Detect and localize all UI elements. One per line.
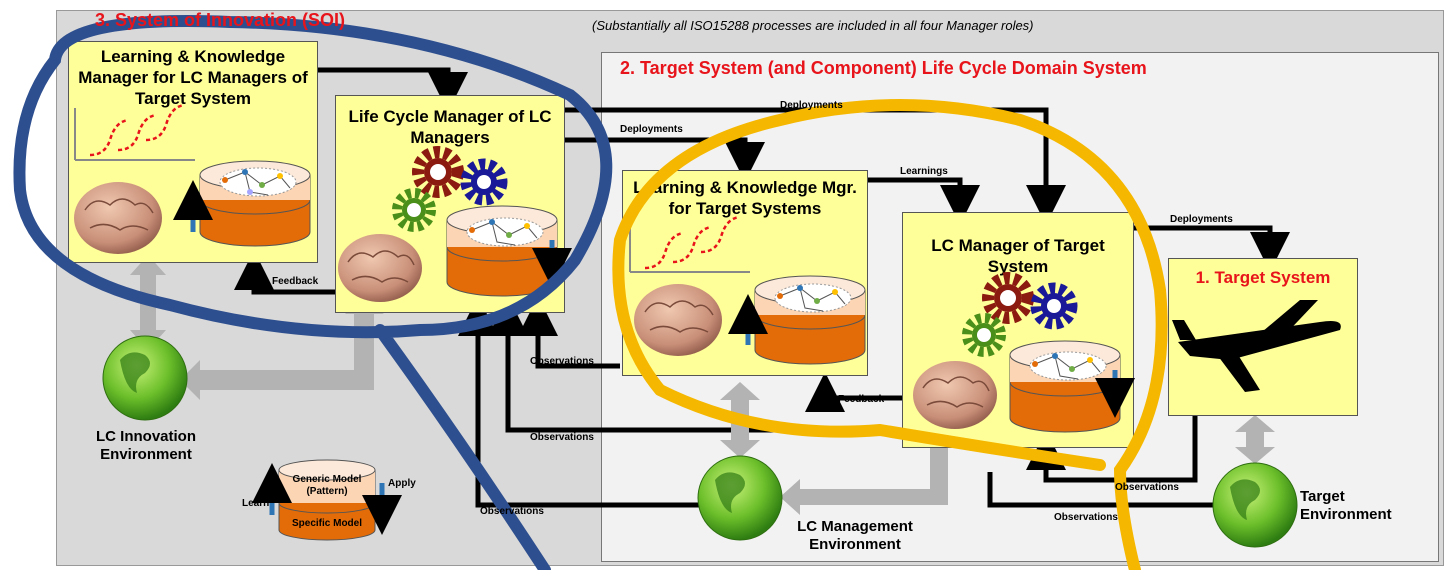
brain-icon (338, 234, 422, 302)
target-system-title: 1. Target System (1195, 268, 1331, 287)
box-lcm-title: Life Cycle Manager of LC Managers (348, 107, 552, 147)
arrow-learnings (868, 177, 980, 225)
legend-cylinder-icon (252, 459, 402, 541)
brain-icon (74, 182, 162, 254)
legend-apply-label: Apply (388, 478, 416, 489)
brain-icon (913, 361, 997, 429)
label-observations-3: Observations (1115, 482, 1179, 493)
domain-title: 2. Target System (and Component) Life Cy… (620, 58, 1147, 78)
soi-title: 3. System of Innovation (SOI) (95, 10, 346, 30)
globe-icons (102, 335, 1298, 548)
arrow-deploy-to-target (1133, 225, 1290, 272)
label-observations-1: Observations (530, 356, 594, 367)
box-lk-target-title: Learning & Knowledge Mgr. for Target Sys… (633, 178, 857, 218)
growth-chart-icon-2 (629, 215, 750, 273)
arrow-feedback-soi (234, 250, 335, 295)
label-learnings: Learnings (900, 166, 948, 177)
env-target-label: Target Environment (1300, 488, 1392, 523)
arrow-obs-5 (458, 296, 700, 508)
label-deployments-3: Deployments (1170, 214, 1233, 225)
model-cylinder-icon (728, 275, 866, 365)
brain-icon (634, 284, 722, 356)
model-cylinder-icon (446, 205, 572, 297)
env-management-label: LC Management Environment (797, 518, 913, 553)
label-observations-5: Observations (480, 506, 544, 517)
label-feedback-1: Feedback (272, 276, 319, 287)
model-cylinder-icon (1009, 340, 1135, 433)
arrow-lk-to-lcm (318, 67, 468, 112)
box-lc-target-title: LC Manager of Target System (931, 236, 1105, 276)
gears-icon-domain (962, 272, 1078, 357)
label-deployments-2: Deployments (620, 124, 683, 135)
flow-arrows (234, 67, 1290, 508)
soi-outline (13, 15, 613, 570)
domain-outline (612, 99, 1168, 570)
label-observations-4: Observations (1054, 512, 1118, 523)
env-innovation-label: LC Innovation Environment (96, 428, 196, 463)
model-cylinder-icon (173, 160, 311, 247)
growth-chart-icon (74, 103, 195, 161)
legend-generic-label: Generic Model (Pattern) (292, 474, 362, 497)
arrow-deploy-to-lctarget (565, 107, 1066, 225)
airplane-icon (1172, 300, 1341, 392)
arrow-obs-1 (518, 296, 620, 369)
arrow-deploy-to-lktarget (565, 137, 765, 182)
iso-note: (Substantially all ISO15288 processes ar… (592, 18, 1034, 33)
label-feedback-2: Feedback (838, 394, 885, 405)
label-observations-2: Observations (530, 432, 594, 443)
box-lk-lc-managers-title: Learning & Knowledge Manager for LC Mana… (78, 47, 308, 108)
gears-icon-soi (392, 146, 508, 232)
legend-specific-label: Specific Model (291, 518, 362, 529)
arrow-obs-4 (987, 472, 1222, 508)
legend-learn-label: Learn (242, 498, 270, 509)
arrow-feedback-domain (805, 372, 905, 412)
label-deployments-1: Deployments (780, 100, 843, 111)
